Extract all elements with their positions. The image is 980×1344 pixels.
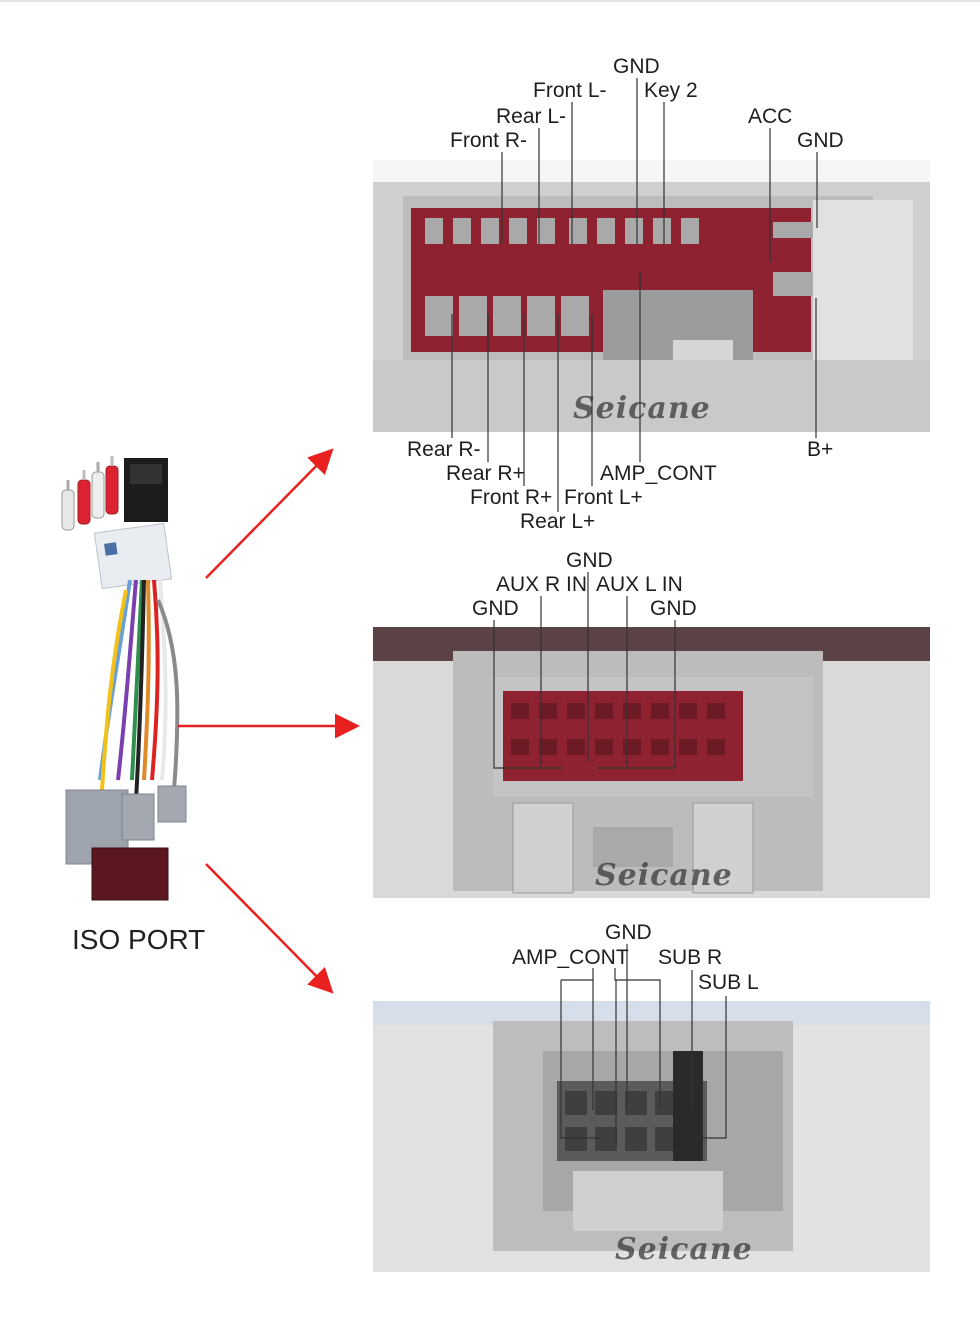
label-sub-r: SUB R (658, 946, 723, 969)
watermark-1: Seicane (573, 391, 711, 426)
label-amp-cont-3: AMP_CONT (512, 946, 629, 969)
label-rear-r-plus: Rear R+ (446, 462, 525, 485)
label-gnd-center-2: GND (566, 549, 613, 572)
label-rear-l-minus: Rear L- (496, 105, 567, 128)
label-gnd-top-1: GND (613, 55, 660, 78)
top-divider (0, 0, 980, 2)
label-sub-l: SUB L (698, 971, 759, 994)
label-front-r-plus: Front R+ (470, 486, 553, 509)
rca-plugs-icon (61, 456, 119, 531)
label-rear-r-minus: Rear R- (407, 438, 481, 461)
connector-photo-3: Seicane (373, 1001, 930, 1272)
arrow-to-panel3-icon (205, 863, 334, 994)
iso-port-label: ISO PORT (72, 924, 206, 955)
wire-bundle-icon (98, 579, 180, 801)
label-front-l-plus: Front L+ (564, 486, 643, 509)
connector-photo-2: Seicane (373, 627, 930, 898)
label-gnd-right-2: GND (650, 597, 697, 620)
connector-photo-1: Seicane (373, 160, 930, 432)
label-key-2: Key 2 (644, 79, 698, 102)
label-b-plus: B+ (807, 438, 834, 461)
label-rear-l-plus: Rear L+ (520, 510, 596, 533)
label-gnd-top-2: GND (797, 129, 844, 152)
watermark-3: Seicane (615, 1232, 753, 1267)
arrow-to-panel1-icon (205, 448, 334, 579)
label-amp-cont-1: AMP_CONT (600, 462, 717, 485)
red-connector-icon (91, 847, 169, 901)
label-gnd-left-2: GND (472, 597, 519, 620)
label-front-r-minus: Front R- (450, 129, 528, 152)
label-front-l-minus: Front L- (533, 79, 607, 102)
label-acc: ACC (748, 105, 793, 128)
label-gnd-3: GND (605, 921, 652, 944)
watermark-2: Seicane (595, 858, 733, 893)
label-aux-r-in: AUX R IN (496, 573, 588, 596)
label-aux-l-in: AUX L IN (596, 573, 683, 596)
harness-image (40, 450, 220, 910)
